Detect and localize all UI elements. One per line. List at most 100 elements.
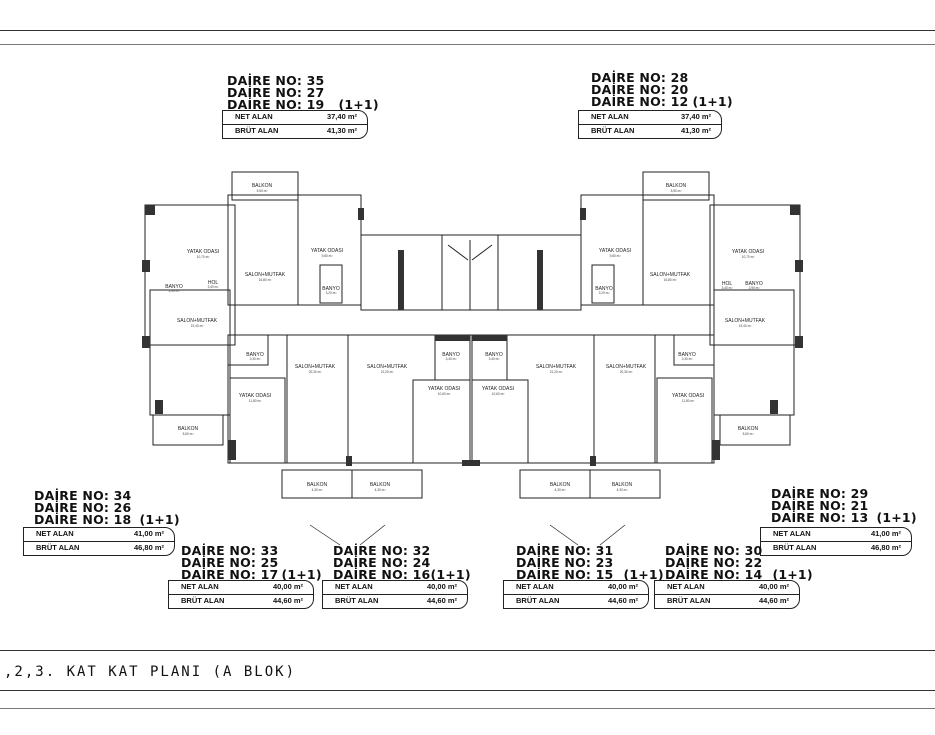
net-area-value: 41,00 m² <box>133 529 164 538</box>
room-area-salon-right-wing: 19,40 m² <box>739 324 752 328</box>
net-area-label: NET ALAN <box>516 582 554 591</box>
gross-area-label: BRÜT ALAN <box>235 126 279 135</box>
room-area-balkon-bottom-2: 4,30 m² <box>375 488 386 492</box>
net-area-label: NET ALAN <box>181 582 219 591</box>
room-area-hol-left: 3,40 m² <box>208 285 219 289</box>
room-label-balkon-top-left: BALKON <box>252 183 273 189</box>
unit-block-34-26-18: DAİRE NO: 34 DAİRE NO: 26 DAİRE NO: 18(1… <box>34 489 180 526</box>
balcony-top-left <box>231 171 299 201</box>
room-area-yatak-top-left: 9,80 m² <box>322 254 333 258</box>
room-area-yatak-lower-2: 10,60 m² <box>438 392 451 396</box>
unit-no-text: DAİRE NO: 16 <box>333 567 431 582</box>
gross-area-label: BRÜT ALAN <box>773 543 817 552</box>
unit-block-28-20-12: DAİRE NO: 28 DAİRE NO: 20 DAİRE NO: 12(1… <box>591 70 733 109</box>
room-area-banyo-top-right: 3,20 m² <box>599 291 610 295</box>
net-area-value: 40,00 m² <box>758 582 789 591</box>
unit-no-line: DAİRE NO: 24 <box>333 555 431 570</box>
room-area-banyo-lower-3: 3,40 m² <box>489 357 500 361</box>
plan-title: ,2,3. KAT KAT PLANI (A BLOK) <box>4 664 297 680</box>
room-area-balkon-top-left: 5,50 m² <box>257 189 268 193</box>
room-label-salon-lower-3: SALON+MUTFAK <box>536 364 577 370</box>
room-label-balkon-bottom-2: BALKON <box>370 482 391 488</box>
gross-area-label: BRÜT ALAN <box>181 596 225 605</box>
room-area-yatak-left-wing: 10,70 m² <box>197 255 210 259</box>
room-label-banyo-top-right: BANYO <box>595 286 613 292</box>
room-label-banyo-top-left: BANYO <box>322 286 340 292</box>
room-label-banyo-lower-4: BANYO <box>678 352 696 358</box>
unit-no-line: DAİRE NO: 20 <box>591 82 689 97</box>
unit-block-33-25-17: DAİRE NO: 33 DAİRE NO: 25 DAİRE NO: 17(1… <box>181 544 322 581</box>
room-area-yatak-right-wing: 10,70 m² <box>742 255 755 259</box>
gross-area-value: 41,30 m² <box>326 126 357 135</box>
bottom-frame-line-outer <box>0 708 935 709</box>
unit-no-line: DAİRE NO: 28 <box>591 70 689 85</box>
core-walls <box>360 234 582 311</box>
balcony-right-lower <box>719 414 791 446</box>
gross-area-value: 44,60 m² <box>758 596 789 605</box>
wall-left-wing <box>144 204 236 346</box>
room-area-yatak-top-right: 9,80 m² <box>610 254 621 258</box>
room-area-balkon-bottom-3: 4,30 m² <box>555 488 566 492</box>
room-area-banyo-top-left: 3,20 m² <box>326 291 337 295</box>
room-area-banyo-lower-1: 3,30 m² <box>250 357 261 361</box>
room-area-salon-lower-1: 20,30 m² <box>309 370 322 374</box>
room-label-salon-top-left: SALON+MUTFAK <box>245 272 286 278</box>
room-area-banyo-left-wing: 2,90 m² <box>169 289 180 293</box>
unit-no-line: DAİRE NO: 19 (1+1) <box>227 97 379 112</box>
unit-type: (1+1) <box>623 567 664 582</box>
unit-type: (1+1) <box>692 94 733 109</box>
room-label-balkon-top-right: BALKON <box>666 183 687 189</box>
room-label-yatak-left-wing: YATAK ODASI <box>187 249 219 255</box>
room-area-banyo-lower-4: 3,30 m² <box>682 357 693 361</box>
room-area-salon-lower-2: 21,20 m² <box>381 370 394 374</box>
room-label-salon-lower-2: SALON+MUTFAK <box>367 364 408 370</box>
net-area-label: NET ALAN <box>667 582 705 591</box>
room-label-balkon-right-lower: BALKON <box>738 426 759 432</box>
unit-no-text: DAİRE NO: 19 <box>227 97 325 112</box>
room-label-balkon-bottom-1: BALKON <box>307 482 328 488</box>
room-label-yatak-lower-2: YATAK ODASI <box>428 386 460 392</box>
net-area-value: 40,00 m² <box>426 582 457 591</box>
gross-area-label: BRÜT ALAN <box>516 596 560 605</box>
room-area-banyo-lower-2: 3,40 m² <box>446 357 457 361</box>
gross-area-value: 46,80 m² <box>133 543 164 552</box>
room-label-banyo-lower-2: BANYO <box>442 352 460 358</box>
unit-no-line: DAİRE NO: 12(1+1) <box>591 94 733 109</box>
room-label-yatak-top-right: YATAK ODASI <box>599 248 631 254</box>
unit-no-line: DAİRE NO: 21 <box>771 498 869 513</box>
wall-right-lower <box>713 289 795 416</box>
room-label-balkon-left-lower: BALKON <box>178 426 199 432</box>
room-label-banyo-lower-3: BANYO <box>485 352 503 358</box>
unit-type: (1+1) <box>338 97 379 112</box>
unit-no-line: DAİRE NO: 22 <box>665 555 763 570</box>
wall-lower-row <box>227 334 715 464</box>
wall-left-lower <box>149 289 231 416</box>
unit-no-line: DAİRE NO: 30 <box>665 543 763 558</box>
unit-no-line: DAİRE NO: 27 <box>227 85 325 100</box>
unit-no-line: DAİRE NO: 32 <box>333 543 431 558</box>
room-label-yatak-top-left: YATAK ODASI <box>311 248 343 254</box>
room-label-banyo-lower-1: BANYO <box>246 352 264 358</box>
unit-block-35-27-19: DAİRE NO: 35 DAİRE NO: 27 DAİRE NO: 19(1… <box>227 74 379 112</box>
net-area-label: NET ALAN <box>36 529 74 538</box>
unit-type: (1+1) <box>876 510 917 525</box>
unit-no-text: DAİRE NO: 14 <box>665 567 763 582</box>
gross-area-label: BRÜT ALAN <box>591 126 635 135</box>
unit-no-text: DAİRE NO: 13 <box>771 510 869 525</box>
unit-no-line: DAİRE NO: 18(1+1) <box>34 513 180 526</box>
net-area-value: 37,40 m² <box>326 112 357 121</box>
room-label-salon-lower-1: SALON+MUTFAK <box>295 364 336 370</box>
unit-no-line: DAİRE NO: 16(1+1) <box>333 567 471 582</box>
unit-block-32-24-16: DAİRE NO: 32 DAİRE NO: 24 DAİRE NO: 16(1… <box>333 543 471 582</box>
unit-no-line: DAİRE NO: 15(1+1) <box>516 567 664 582</box>
unit-block-30-22-14: DAİRE NO: 30 DAİRE NO: 22 DAİRE NO: 14(1… <box>665 543 813 582</box>
room-area-salon-top-left: 16,80 m² <box>259 278 272 282</box>
room-label-yatak-lower-1: YATAK ODASI <box>239 393 271 399</box>
gross-area-label: BRÜT ALAN <box>667 596 711 605</box>
room-label-hol-right: HOL <box>722 281 733 287</box>
